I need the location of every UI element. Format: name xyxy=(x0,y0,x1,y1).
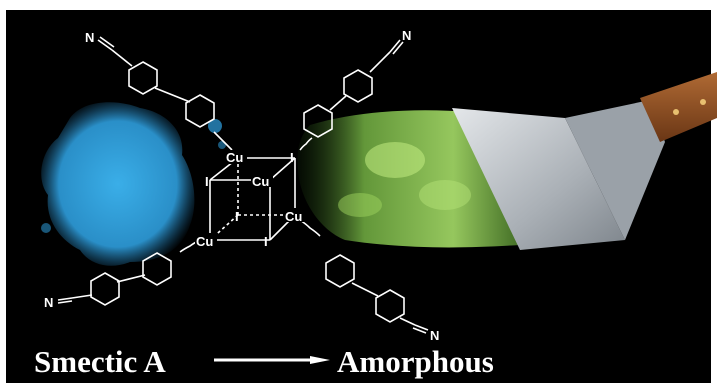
nitrogen-label-bottom-right: N xyxy=(430,328,439,343)
green-emission-sample xyxy=(297,110,520,248)
i-atom-top-right: I xyxy=(290,150,294,165)
i-atom-inner: I xyxy=(235,209,239,224)
blue-emission-sample xyxy=(41,102,226,266)
i-atom-bottom: I xyxy=(264,234,268,249)
cu-atom-bottom-left: Cu xyxy=(196,234,213,249)
amorphous-label: Amorphous xyxy=(337,344,494,379)
reaction-arrow-icon xyxy=(214,356,330,364)
smectic-a-label: Smectic A xyxy=(34,344,166,379)
atom-labels: Cu Cu Cu Cu I I I I N N N N xyxy=(44,28,439,343)
cu-atom-right: Cu xyxy=(285,209,302,224)
cu-atom-center: Cu xyxy=(252,174,269,189)
nitrogen-label-top-left: N xyxy=(85,30,94,45)
cu4i4-cluster-structure xyxy=(57,36,429,334)
nitrogen-label-bottom-left: N xyxy=(44,295,53,310)
spatula-icon xyxy=(452,72,717,250)
nitrogen-label-top-right: N xyxy=(402,28,411,43)
cu-atom-top-left: Cu xyxy=(226,150,243,165)
i-atom-left: I xyxy=(205,174,209,189)
